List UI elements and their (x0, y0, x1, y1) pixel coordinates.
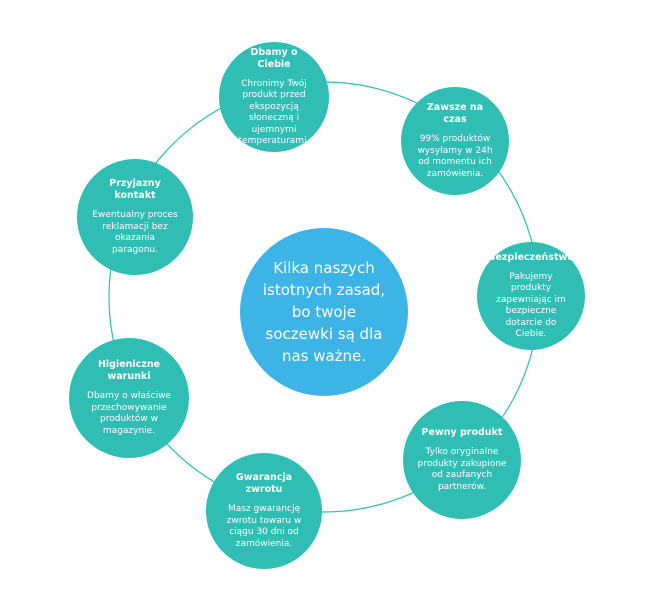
node-przyjazny-kontakt: Przyjazny kontakt Ewentualny proces rekl… (77, 159, 193, 275)
node-title: Zawsze na czas (426, 102, 484, 125)
node-title: Higieniczne warunki (97, 359, 161, 382)
node-title: Gwarancja zwrotu (235, 472, 293, 495)
node-text: Pakujemy produkty zapewniając im bezpiec… (496, 271, 566, 340)
node-title: Bezpieczeństwo (488, 251, 574, 263)
node-text: Ewentualny proces reklamacji bez okazani… (92, 210, 178, 255)
node-title: Pewny produkt (421, 427, 503, 438)
node-text: Chronimy Twój produkt przed ekspozycją s… (238, 78, 310, 147)
center-circle: Kilka naszych istotnych zasad, bo twoje … (240, 228, 408, 396)
node-text: Tylko oryginalne produkty zakupione od z… (417, 447, 507, 492)
node-higieniczne-warunki: Higieniczne warunki Dbamy o właściwe prz… (69, 338, 189, 458)
node-dbamy-o-ciebie: Dbamy o Ciebie Chronimy Twój produkt prz… (219, 42, 329, 152)
node-title: Przyjazny kontakt (109, 178, 161, 201)
node-bezpieczenstwo: Bezpieczeństwo Pakujemy produkty zapewni… (477, 242, 585, 350)
node-text: 99% produktów wysyłamy w 24h od momentu … (417, 134, 493, 179)
node-text: Dbamy o właściwe przechowywanie produktó… (87, 391, 171, 436)
node-zawsze-na-czas: Zawsze na czas 99% produktów wysyłamy w … (401, 87, 509, 195)
node-text: Masz gwarancję zwrotu towaru w ciągu 30 … (226, 504, 302, 549)
node-title: Dbamy o Ciebie (250, 46, 298, 70)
center-text: Kilka naszych istotnych zasad, bo twoje … (262, 259, 386, 365)
node-gwarancja-zwrotu: Gwarancja zwrotu Masz gwarancję zwrotu t… (206, 453, 322, 569)
node-pewny-produkt: Pewny produkt Tylko oryginalne produkty … (403, 401, 521, 519)
